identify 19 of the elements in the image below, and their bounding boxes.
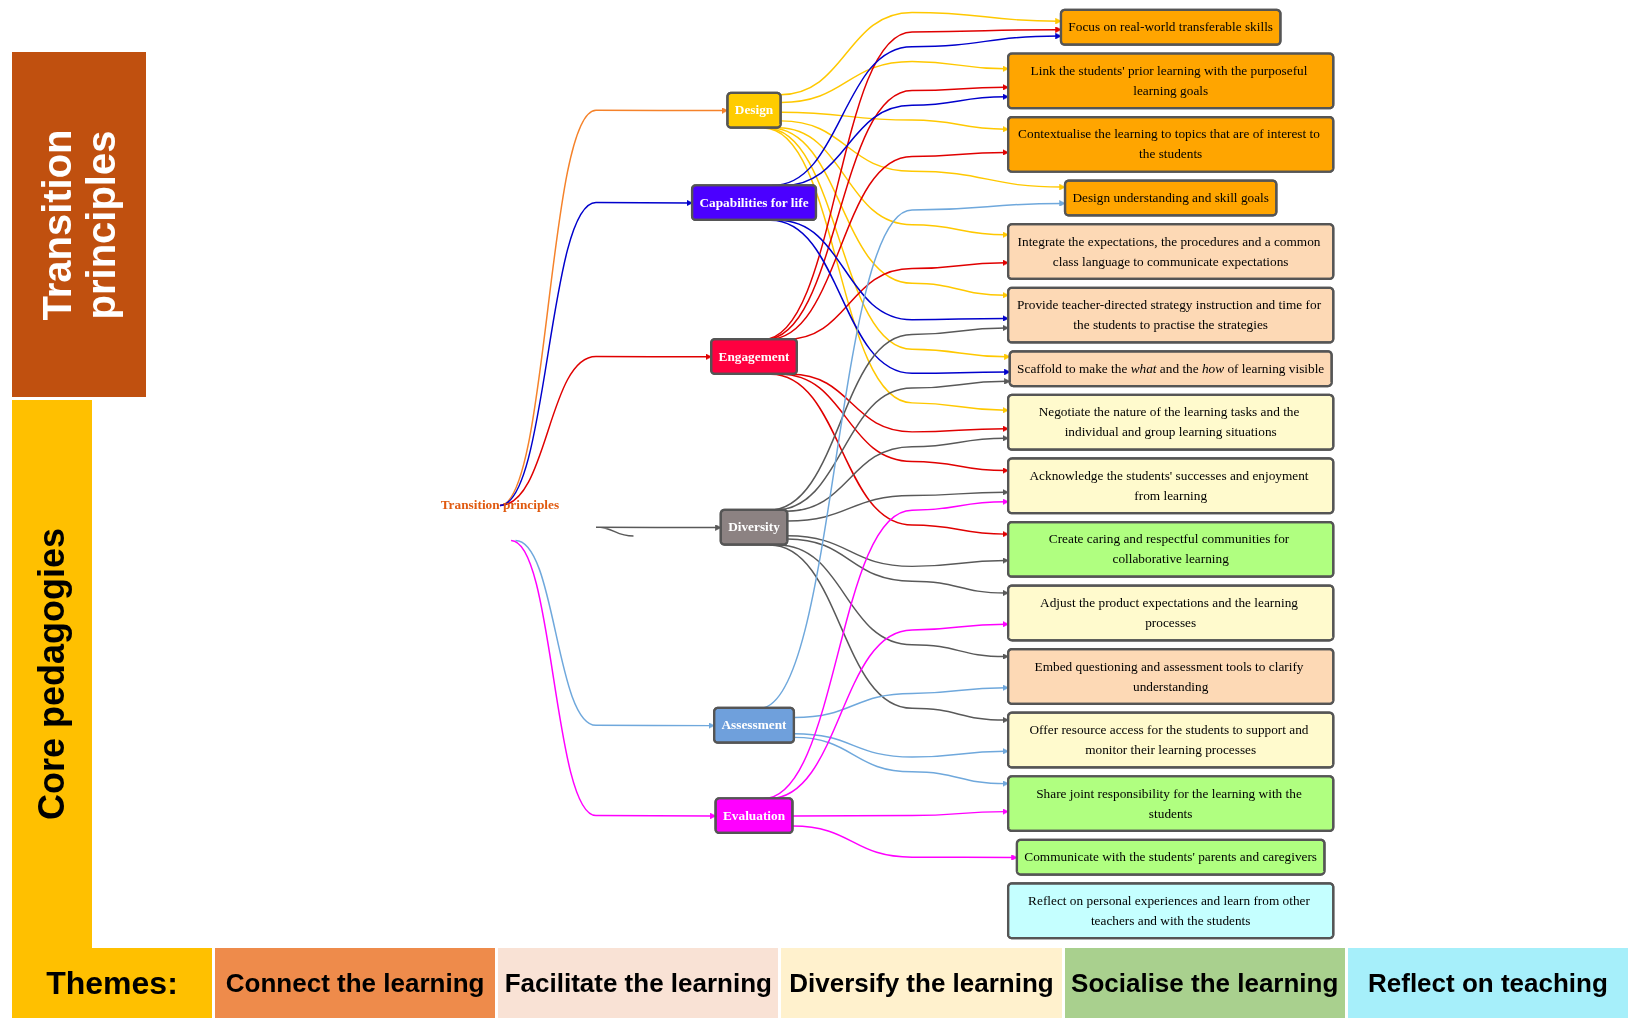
- arrow: [793, 684, 1009, 719]
- arrow: [514, 539, 715, 729]
- arrow: [793, 732, 1009, 758]
- legend-text: Facilitate the learning: [504, 968, 772, 998]
- arrow: [780, 60, 1009, 104]
- arrow: [780, 111, 1009, 133]
- band-label: Core pedagogies: [31, 527, 73, 821]
- themes-label: Themes:: [12, 948, 212, 1018]
- legend-text: Diversify the learning: [789, 968, 1054, 998]
- legend-text: Connect the learning: [225, 968, 485, 998]
- arrow: [792, 808, 1009, 817]
- arrow: [785, 435, 1009, 512]
- arrow: [793, 736, 1009, 787]
- label: Transition principles: [440, 497, 560, 513]
- arrow: [777, 127, 1009, 238]
- legend-text: Socialise the learning: [1071, 968, 1339, 998]
- arrow: [499, 199, 693, 507]
- arrow: [780, 120, 1066, 191]
- legend-text: Reflect on teaching: [1368, 968, 1608, 998]
